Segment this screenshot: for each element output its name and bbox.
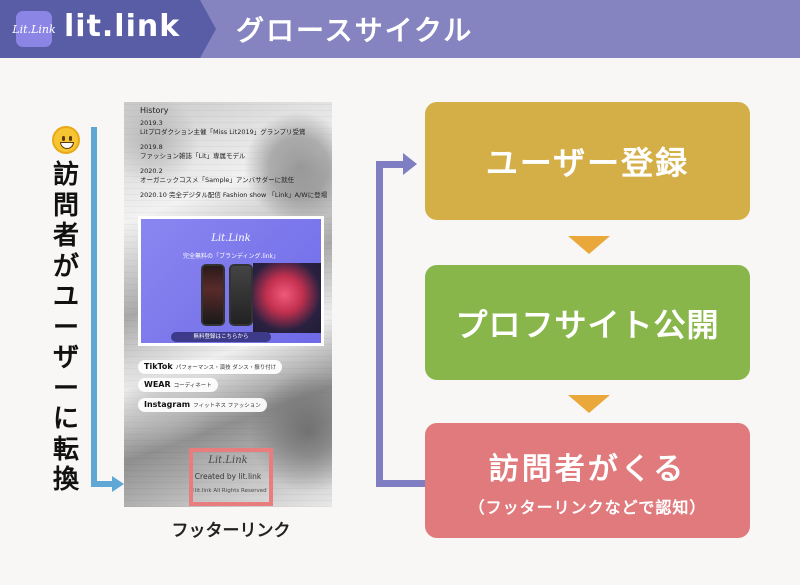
profile-site-mockup: History 2019.3 Litプロダクション主催「Miss Lit2019…: [124, 102, 332, 507]
phone-screenshot: [229, 264, 253, 326]
footer-link-caption: フッターリンク: [171, 521, 291, 541]
loop-arrow-line: [376, 161, 383, 487]
link-desc: コーディネート: [173, 383, 212, 389]
history-date: 2019.3: [140, 119, 163, 127]
step-visitors-come: 訪問者がくる （フッターリンクなどで認知）: [425, 423, 750, 538]
convert-arrow-line: [91, 127, 97, 487]
history-title: History: [140, 106, 169, 115]
step-label: プロフサイト公開: [455, 305, 720, 344]
signup-button[interactable]: 無料登録はこちらから: [171, 332, 271, 342]
link-name: TikTok: [144, 362, 173, 371]
loop-arrow-head: [403, 153, 417, 175]
step-sublabel: （フッターリンクなどで認知）: [468, 497, 707, 517]
history-date: 2019.8: [140, 143, 163, 151]
lit-link-logo-icon: Lit.Link: [12, 11, 56, 47]
brand-name: lit.link: [64, 9, 181, 44]
promo-logo: Lit.Link: [211, 233, 251, 244]
footer-created-link[interactable]: Created by lit.link: [194, 472, 262, 481]
history-text: 2020.10 完全デジタル配信 Fashion show 「Link」A/Wに…: [140, 191, 328, 199]
history-entry: 2019.8 ファッション雑誌「Lit」専属モデル: [140, 143, 330, 161]
link-name: Instagram: [144, 400, 191, 409]
footer-link-highlight: [189, 448, 273, 506]
step-profile-site-publish: プロフサイト公開: [425, 265, 750, 380]
history-text: オーガニックコスメ「Sample」アンバサダーに就任: [140, 176, 295, 184]
conversion-label: 訪問者がユーザーに転換: [52, 160, 79, 495]
history-entry: 2019.3 Litプロダクション主催「Miss Lit2019」グランプリ受賞: [140, 119, 330, 137]
convert-arrow-head: [112, 476, 124, 492]
step-label: 訪問者がくる: [488, 451, 687, 487]
link-name: WEAR: [144, 380, 171, 389]
model-photo: [253, 263, 321, 333]
smiley-emoji-icon: [52, 126, 80, 154]
history-date: 2020.2: [140, 167, 163, 175]
loop-arrow-line-top: [376, 161, 406, 168]
promo-banner[interactable]: Lit.Link 完全無料の「ブランディング.link」 無料登録はこちらから: [138, 216, 324, 346]
history-entry: 2020.2 オーガニックコスメ「Sample」アンバサダーに就任: [140, 167, 330, 185]
history-text: Litプロダクション主催「Miss Lit2019」グランプリ受賞: [140, 128, 306, 136]
step-user-registration: ユーザー登録: [425, 102, 750, 220]
footer-copyright: ©lit.link All Rights Reserved: [189, 488, 267, 494]
link-desc: パフォーマンス・演技 ダンス・振り付け: [175, 365, 277, 371]
footer-logo: Lit.Link: [208, 455, 248, 466]
header-chevron: [200, 0, 216, 58]
down-arrow: [568, 236, 610, 254]
loop-arrow-line-bottom: [376, 480, 426, 487]
phone-screenshot: [201, 264, 225, 326]
header-bar: Lit.Link lit.link グロースサイクル: [0, 0, 800, 58]
step-label: ユーザー登録: [485, 144, 690, 182]
link-desc: フィットネス ファッション: [193, 403, 261, 409]
down-arrow: [568, 395, 610, 413]
history-section: History 2019.3 Litプロダクション主催「Miss Lit2019…: [140, 106, 330, 206]
history-entry: 2020.10 完全デジタル配信 Fashion show 「Link」A/Wに…: [140, 191, 330, 200]
promo-tagline: 完全無料の「ブランディング.link」: [182, 253, 280, 260]
page-title: グロースサイクル: [236, 14, 474, 47]
history-text: ファッション雑誌「Lit」専属モデル: [140, 152, 246, 160]
convert-arrow-line-horizontal: [91, 481, 113, 487]
